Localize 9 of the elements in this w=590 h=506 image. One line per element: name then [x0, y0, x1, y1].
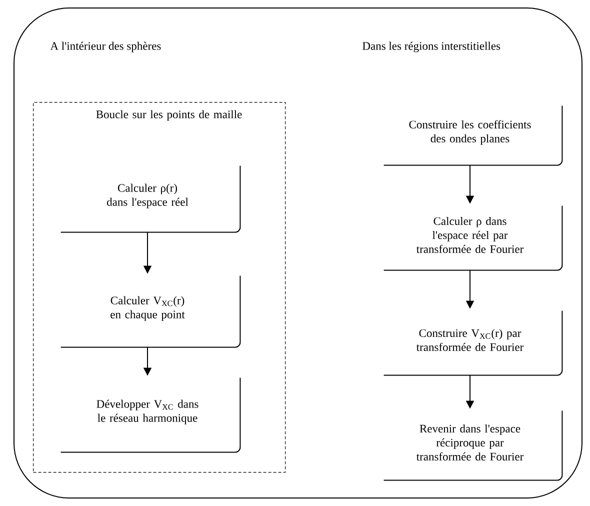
process-box: Calculer ρ dans l'espace réel par transformée de Fourier	[383, 205, 563, 271]
process-box: Construire V$_{XC}$(r) par transformée de Fourier	[383, 310, 563, 376]
process-box: Revenir dans l'espace réciproque par transformée de Fourier	[383, 410, 563, 481]
process-box: Calculer ρ(r) dans l'espace réel	[60, 165, 241, 233]
section-heading: Dans les régions interstitielles	[362, 42, 500, 52]
process-box: Développer V$_{XC}$ dans le réseau harmonique	[60, 377, 241, 453]
process-box: Construire les coefficients des ondes planes	[383, 105, 563, 166]
process-box: Calculer V$_{XC}$(r) en chaque point	[60, 275, 241, 348]
section-heading: A l'intérieur des sphères	[50, 42, 161, 52]
